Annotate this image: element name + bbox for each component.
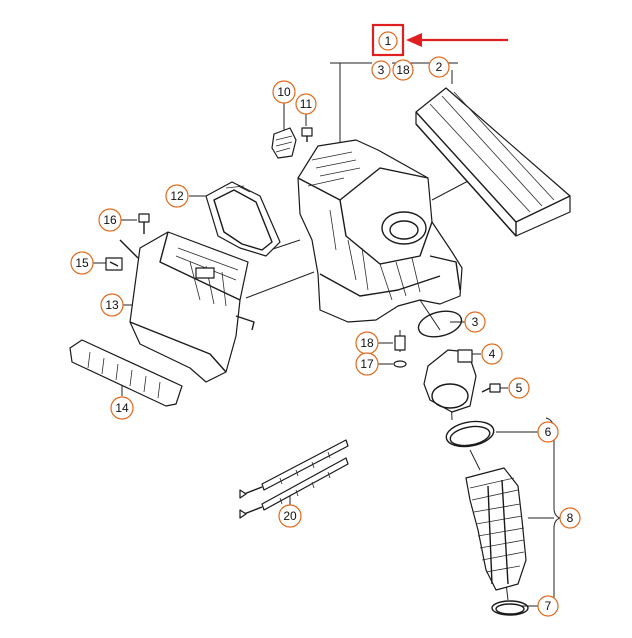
clip-and-bolt-parts [105,213,150,271]
callout-20: 20 [278,504,302,528]
highlight-arrow-head [406,33,422,47]
highlight-box [371,23,405,57]
cable-tie-parts [239,439,349,519]
air-filter-housing-part [297,139,463,323]
screw-part [481,383,501,393]
callout-12: 12 [165,184,189,208]
mass-airflow-sensor-part [423,349,477,413]
intake-hose-part [465,467,527,591]
callout-7-text: 7 [545,599,552,613]
callout-20-text: 20 [283,509,297,523]
callout-8-text: 8 [567,511,574,525]
callout-14: 14 [110,396,134,420]
callout-16-text: 16 [103,213,117,227]
callout-1-text: 1 [385,34,392,48]
hose-clamp-lower-part [491,600,529,616]
air-guide-grille-part [69,339,183,407]
callout-5: 5 [508,377,530,399]
callout-1-sublabel-3: 3 [371,60,391,80]
callout-15: 15 [70,251,94,275]
intake-duct-part [129,231,255,383]
o-ring-part [417,310,463,338]
callout-1: 1 [378,31,398,51]
callout-4-text: 4 [489,347,496,361]
callout-8: 8 [559,507,581,529]
callout-17-text: 17 [360,357,374,371]
callout-11: 11 [295,93,317,115]
hose-clamp-upper-part [445,420,495,448]
grommet-and-washer-parts [393,335,407,368]
callout-18: 18 [355,331,379,355]
callout-13: 13 [100,293,124,317]
callout-6: 6 [537,421,559,443]
callout-12-text: 12 [170,189,184,203]
sublabel-3-text: 3 [378,63,385,77]
callout-14-text: 14 [115,401,129,415]
callout-10-text: 10 [277,85,291,99]
callout-3: 3 [464,311,486,333]
callout-13-text: 13 [105,298,119,312]
intake-seal-part [205,181,281,257]
callout-labels: 1 3 18 2 10 11 12 16 [70,31,581,617]
callout-10: 10 [272,80,296,104]
callout-1-sublabel-18: 18 [392,59,414,81]
filter-element-part [415,87,571,237]
callout-4: 4 [481,343,503,365]
callout-2: 2 [428,56,450,78]
highlight-marker [371,23,508,57]
callout-5-text: 5 [516,381,523,395]
callout-2-text: 2 [436,60,443,74]
sublabel-18-text: 18 [396,63,410,77]
callout-18-text: 18 [360,336,374,350]
callout-16: 16 [98,208,122,232]
bracket-and-screw-parts [271,127,313,159]
callout-11-text: 11 [300,97,313,111]
callout-3-text: 3 [472,315,479,329]
callout-6-text: 6 [545,425,552,439]
callout-15-text: 15 [75,256,89,270]
callout-7: 7 [537,595,559,617]
callout-17: 17 [355,352,379,376]
